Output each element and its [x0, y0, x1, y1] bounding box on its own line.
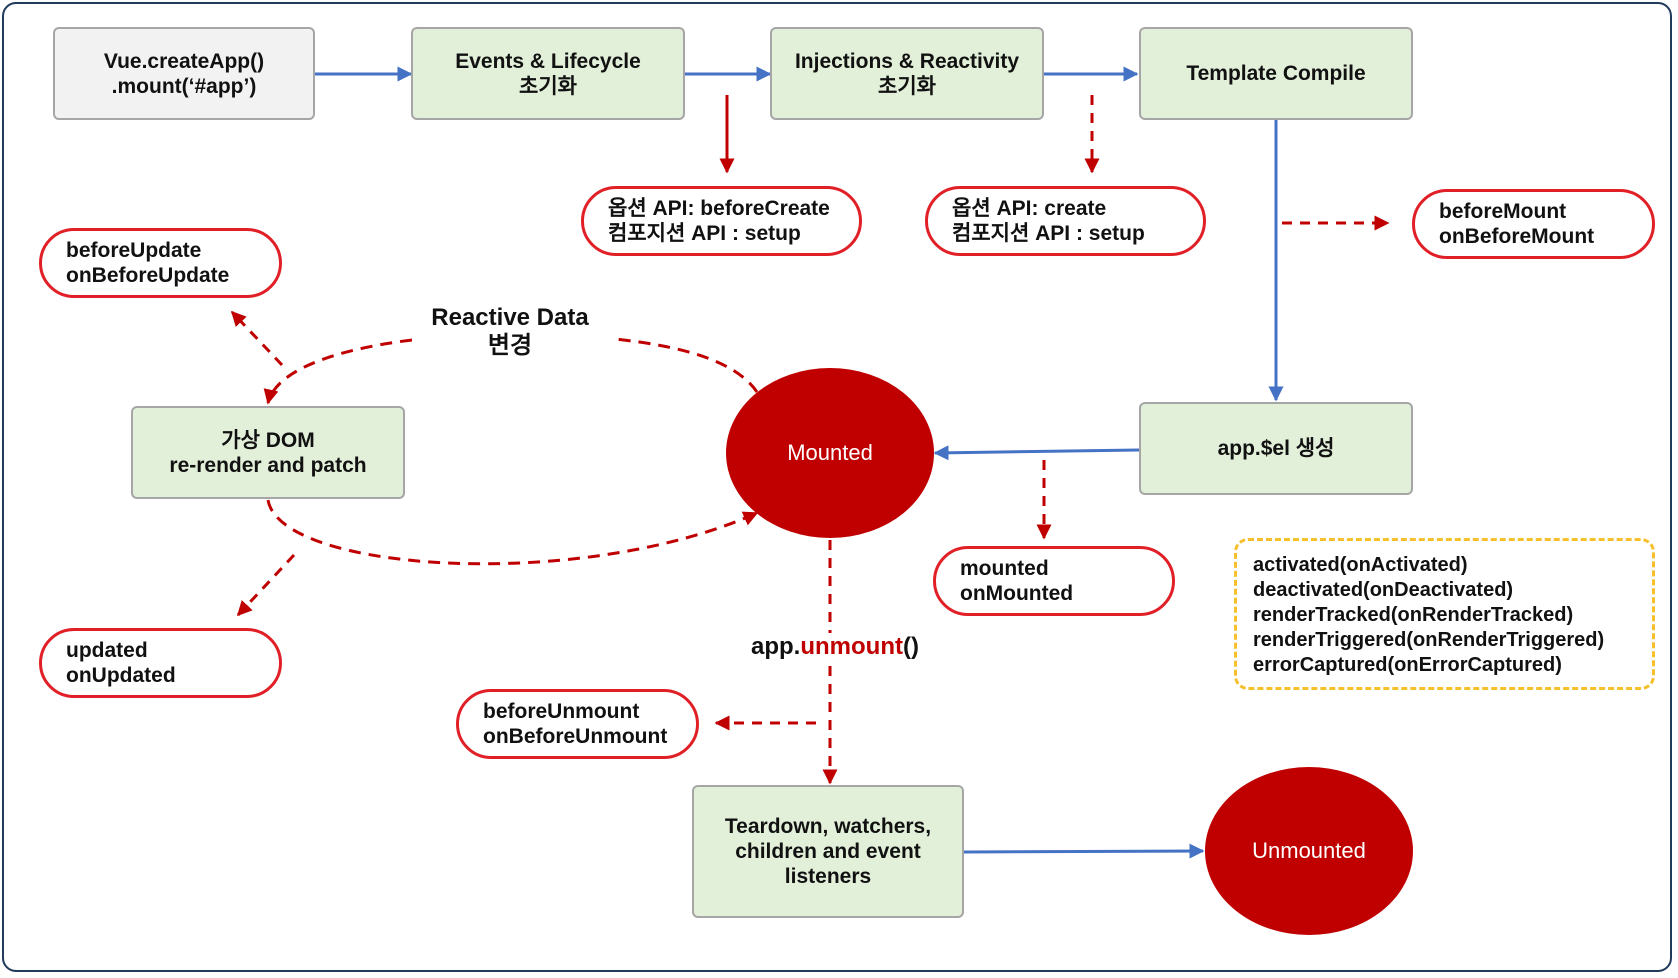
arrow-vdom-to-mounted: [266, 499, 759, 566]
arrow-to-beforeupdate: [230, 310, 284, 367]
virtual-dom-line1: 가상 DOM: [221, 428, 315, 452]
hook-before-mount-line2: onBeforeMount: [1439, 225, 1595, 248]
hook-before-create-line2: 컴포지션 API : setup: [608, 222, 801, 245]
arrow-loop-to-vdom: [263, 338, 413, 405]
other-hook-item: activated(onActivated): [1253, 554, 1468, 576]
events-line1: Events & Lifecycle: [455, 49, 641, 73]
other-hook-item: deactivated(onDeactivated): [1253, 579, 1514, 601]
arrow-loop-from-mounted: [614, 337, 759, 393]
teardown-line2: children and event: [735, 840, 921, 863]
mounted-state: Mounted: [726, 368, 934, 538]
hook-before-update: beforeUpdate onBeforeUpdate: [39, 228, 282, 298]
hook-before-unmount-line1: beforeUnmount: [483, 700, 640, 723]
reactive-data-label: Reactive Data 변경: [412, 304, 608, 360]
events-line2: 초기화: [519, 74, 577, 98]
unmount-suffix: (): [903, 633, 919, 660]
app-el-label: app.$el 생성: [1217, 437, 1335, 460]
hook-before-unmount-line2: onBeforeUnmount: [483, 725, 668, 748]
hook-create: 옵션 API: create 컴포지션 API : setup: [925, 186, 1206, 256]
other-hook-item: errorCaptured(onErrorCaptured): [1253, 654, 1562, 676]
hook-mounted-line1: mounted: [960, 557, 1049, 580]
other-hooks-box: activated(onActivated) deactivated(onDea…: [1234, 538, 1655, 690]
hook-create-line2: 컴포지션 API : setup: [952, 222, 1145, 245]
hook-updated-line1: updated: [66, 639, 148, 662]
template-compile-box: Template Compile: [1139, 27, 1413, 120]
other-hook-item: renderTracked(onRenderTracked): [1253, 604, 1574, 626]
teardown-box: Teardown, watchers, children and event l…: [692, 785, 964, 918]
arrow-appel-to-mounted: [933, 445, 1140, 461]
unmount-highlight: unmount: [800, 633, 903, 660]
hook-mounted: mounted onMounted: [933, 546, 1175, 616]
mounted-state-label: Mounted: [787, 440, 873, 465]
unmounted-state-label: Unmounted: [1252, 838, 1366, 863]
hook-mounted-line2: onMounted: [960, 582, 1074, 605]
arrow-to-updated: [236, 553, 296, 617]
hook-updated: updated onUpdated: [39, 628, 282, 698]
hook-before-create: 옵션 API: beforeCreate 컴포지션 API : setup: [581, 186, 862, 256]
unmount-call-label: app.unmount(): [735, 633, 935, 661]
teardown-line1: Teardown, watchers,: [724, 815, 932, 838]
create-app-box: Vue.createApp() .mount(‘#app’): [53, 27, 315, 120]
hook-before-mount: beforeMount onBeforeMount: [1412, 189, 1655, 259]
reactive-data-line2: 변경: [487, 332, 533, 359]
injections-line2: 초기화: [878, 74, 936, 98]
create-app-line1: Vue.createApp(): [103, 49, 265, 73]
virtual-dom-box: 가상 DOM re-render and patch: [131, 406, 405, 499]
reactive-data-line1: Reactive Data: [431, 304, 589, 331]
events-lifecycle-box: Events & Lifecycle 초기화: [411, 27, 685, 120]
hook-updated-line2: onUpdated: [66, 664, 176, 687]
other-hook-item: renderTriggered(onRenderTriggered): [1253, 629, 1605, 651]
hook-before-update-line2: onBeforeUpdate: [66, 264, 230, 287]
unmounted-state: Unmounted: [1205, 767, 1413, 935]
hook-before-create-line1: 옵션 API: beforeCreate: [608, 197, 830, 220]
teardown-line3: listeners: [784, 865, 872, 888]
virtual-dom-line2: re-render and patch: [169, 453, 367, 477]
template-compile-label: Template Compile: [1186, 62, 1366, 85]
unmount-prefix: app.: [751, 633, 801, 660]
app-el-box: app.$el 생성: [1139, 402, 1413, 495]
hook-before-update-line1: beforeUpdate: [66, 239, 202, 262]
hook-before-mount-line1: beforeMount: [1439, 200, 1567, 223]
arrow-teardown-to-unmounted: [963, 843, 1205, 859]
hook-before-unmount: beforeUnmount onBeforeUnmount: [456, 689, 699, 759]
injections-line1: Injections & Reactivity: [794, 49, 1020, 73]
create-app-line2: .mount(‘#app’): [111, 74, 257, 98]
hook-create-line1: 옵션 API: create: [952, 197, 1107, 220]
injections-reactivity-box: Injections & Reactivity 초기화: [770, 27, 1044, 120]
